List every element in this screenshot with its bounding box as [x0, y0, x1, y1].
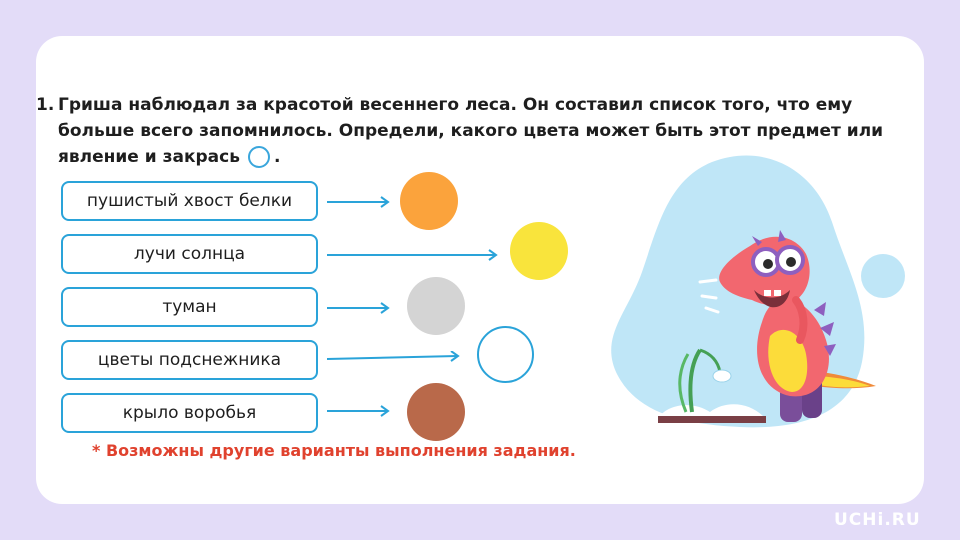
item-box-sun-rays: лучи солнца: [61, 234, 318, 274]
color-circle-white[interactable]: [477, 326, 534, 383]
empty-circle-icon: [247, 146, 270, 168]
arrow-right-icon: [327, 249, 498, 261]
item-label: пушистый хвост белки: [86, 191, 293, 211]
color-circle-orange[interactable]: [400, 172, 458, 230]
arrow-right-icon: [327, 405, 390, 417]
arrow-right-icon: [327, 351, 460, 362]
task-instruction: Гриша наблюдал за красотой весеннего лес…: [58, 95, 884, 167]
color-circle-yellow[interactable]: [510, 222, 568, 280]
arrow-right-icon: [327, 302, 390, 314]
arrow-right-icon: [327, 196, 390, 208]
blue-dot: [861, 254, 905, 298]
item-label: крыло воробья: [122, 403, 257, 423]
dinosaur-illustration: [611, 155, 905, 428]
color-circle-gray[interactable]: [407, 277, 465, 335]
item-box-fog: туман: [61, 287, 318, 327]
uchi-logo: UCHi.RU: [834, 510, 921, 530]
task-end: .: [273, 147, 281, 167]
item-box-squirrel-tail: пушистый хвост белки: [61, 181, 318, 221]
item-label: лучи солнца: [133, 244, 246, 264]
item-label: туман: [162, 297, 217, 317]
task-text: 1. Гриша наблюдал за красотой весеннего …: [36, 92, 886, 170]
color-circle-brown[interactable]: [407, 383, 465, 441]
item-box-snowdrop-flowers: цветы подснежника: [61, 340, 318, 380]
task-number: 1.: [36, 95, 55, 115]
note-text: * Возможны другие варианты выполнения за…: [92, 441, 576, 460]
item-box-sparrow-wing: крыло воробья: [61, 393, 318, 433]
item-label: цветы подснежника: [97, 350, 282, 370]
